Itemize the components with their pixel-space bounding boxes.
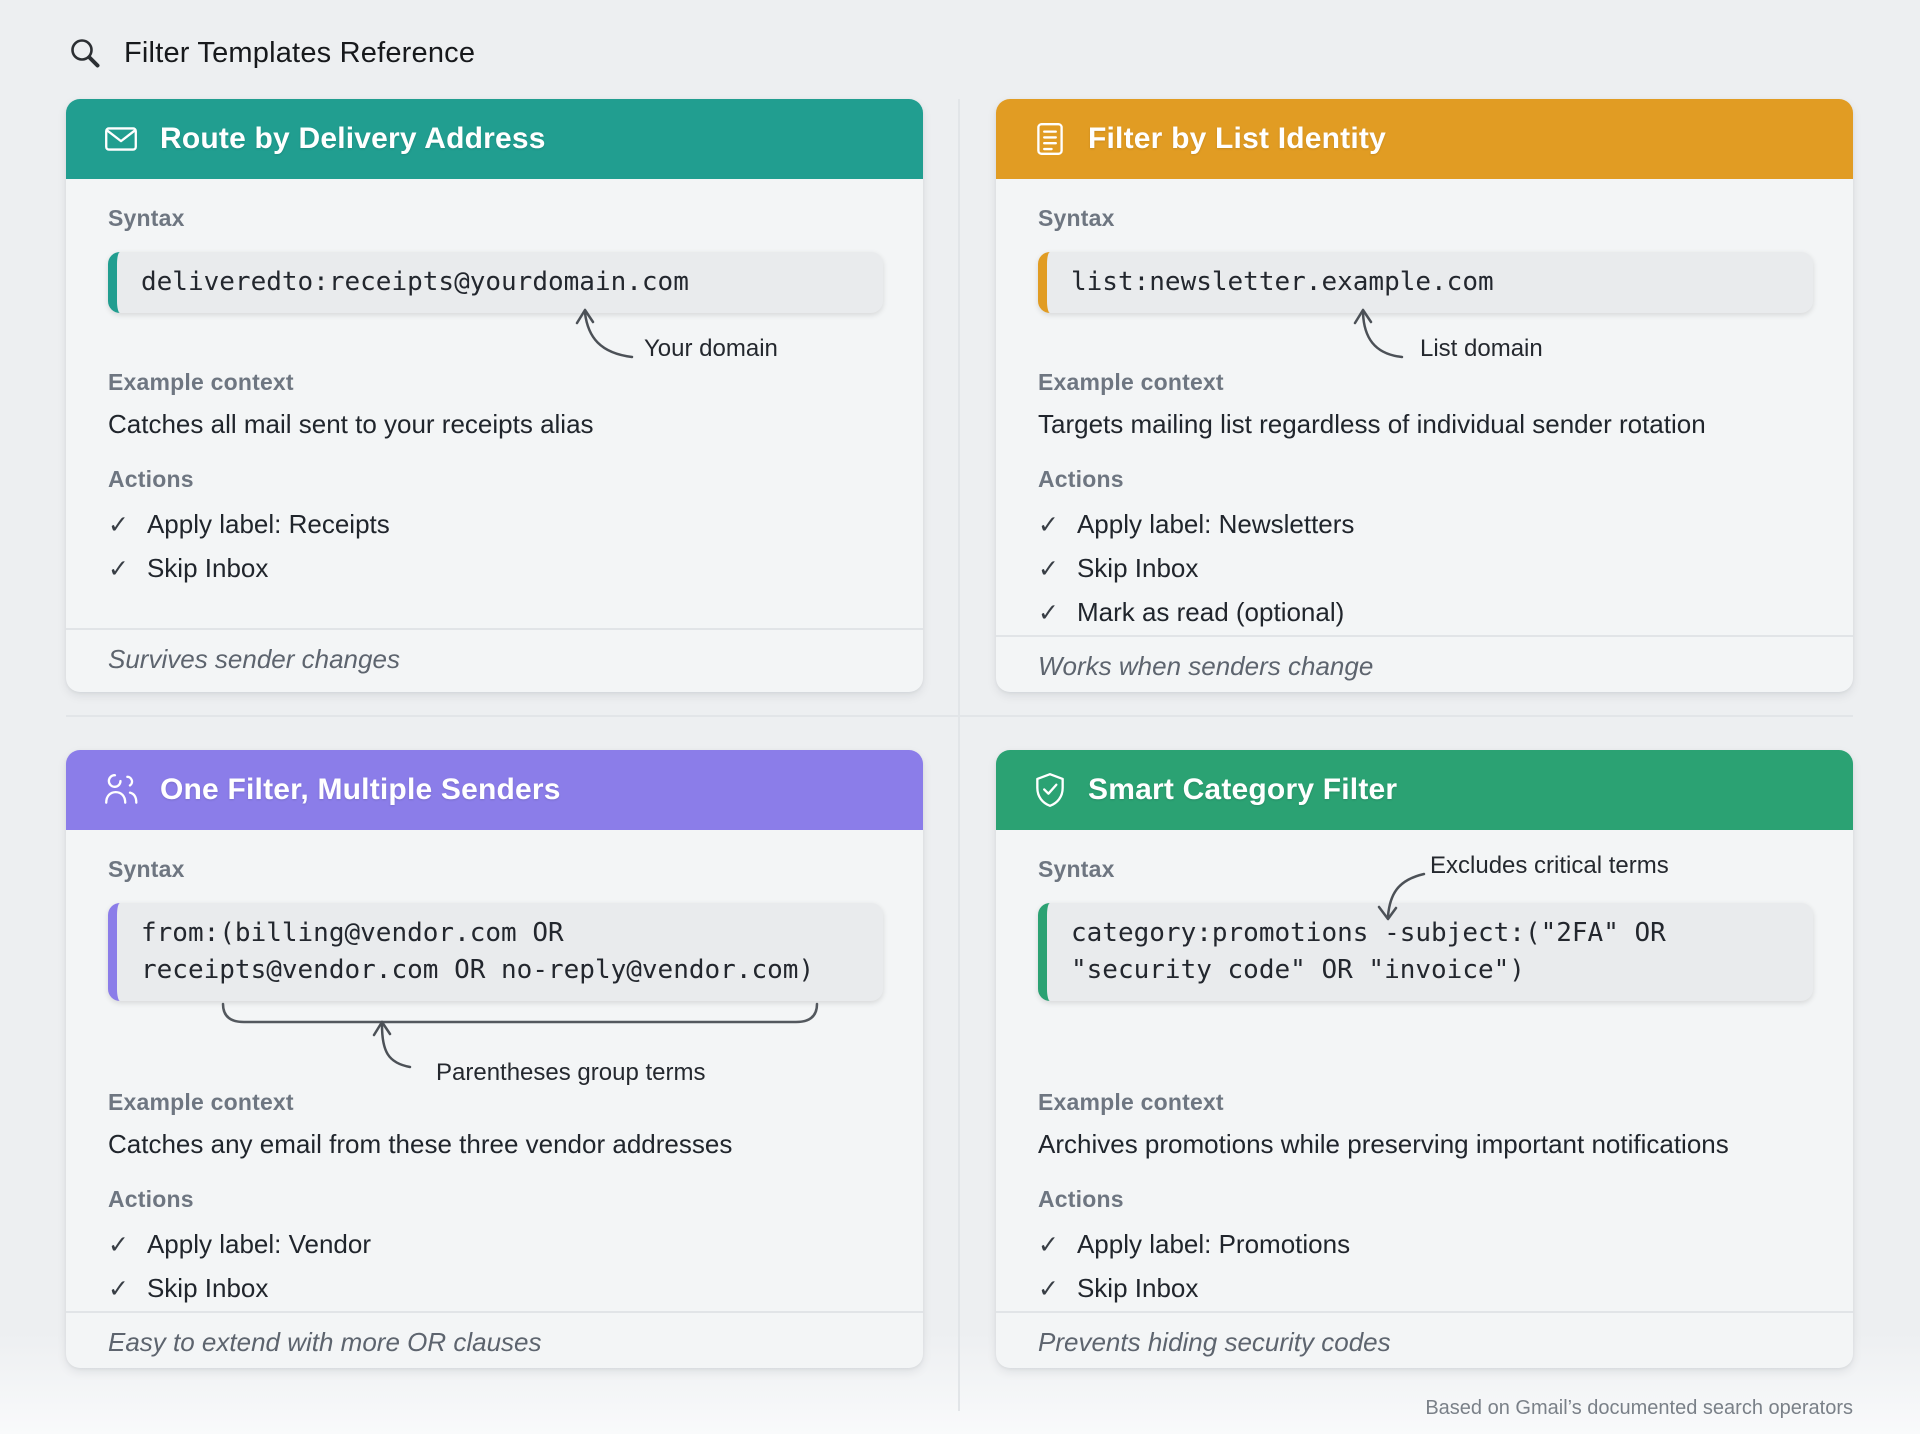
check-icon: ✓ [108, 555, 129, 583]
check-icon: ✓ [108, 1231, 129, 1259]
actions-list: ✓Apply label: Vendor ✓Skip Inbox [108, 1223, 883, 1311]
card-header: Filter by List Identity [996, 99, 1853, 179]
action-item: ✓Apply label: Vendor [108, 1223, 883, 1267]
actions-list: ✓Apply label: Receipts ✓Skip Inbox [108, 503, 883, 591]
envelope-icon [102, 120, 140, 158]
check-icon: ✓ [1038, 555, 1059, 583]
annotation-zone: Your domain [108, 308, 883, 369]
action-item: ✓Skip Inbox [108, 1267, 883, 1311]
check-icon: ✓ [1038, 599, 1059, 627]
card-footnote: Survives sender changes [66, 628, 923, 692]
card-body: Syntax list:newsletter.example.com List … [996, 179, 1853, 635]
card-header: Smart Category Filter [996, 750, 1853, 830]
actions-label: Actions [1038, 1186, 1124, 1212]
card-footnote: Prevents hiding security codes [996, 1311, 1853, 1375]
annotation-zone [1038, 1001, 1813, 1089]
card-title: One Filter, Multiple Senders [160, 773, 561, 806]
card-title: Smart Category Filter [1088, 773, 1398, 806]
syntax-label: Syntax [108, 856, 185, 882]
annotation-text: Your domain [644, 335, 778, 362]
check-icon: ✓ [108, 511, 129, 539]
annotation-text: Parentheses group terms [436, 1059, 706, 1086]
list-icon [1032, 120, 1068, 158]
card-title: Filter by List Identity [1088, 122, 1386, 155]
syntax-label: Syntax [1038, 205, 1115, 231]
page-title: Filter Templates Reference [124, 36, 476, 69]
users-icon [102, 772, 140, 808]
check-icon: ✓ [1038, 1231, 1059, 1259]
shield-check-icon [1032, 771, 1068, 809]
card-header: One Filter, Multiple Senders [66, 750, 923, 830]
actions-list: ✓Apply label: Promotions ✓Skip Inbox [1038, 1223, 1813, 1311]
example-text: Catches all mail sent to your receipts a… [108, 409, 594, 439]
check-icon: ✓ [1038, 1275, 1059, 1303]
actions-list: ✓Apply label: Newsletters ✓Skip Inbox ✓M… [1038, 503, 1813, 635]
action-item: ✓Apply label: Newsletters [1038, 503, 1813, 547]
actions-label: Actions [1038, 466, 1124, 492]
card-body: Syntax deliveredto:receipts@yourdomain.c… [66, 179, 923, 628]
annotation-arrow [575, 308, 634, 359]
example-text: Catches any email from these three vendo… [108, 1129, 733, 1159]
horizontal-divider [66, 715, 1853, 717]
actions-label: Actions [108, 466, 194, 492]
annotation-text: List domain [1420, 335, 1543, 362]
syntax-label: Syntax [1038, 856, 1115, 882]
card-route-by-delivery-address: Route by Delivery Address Syntax deliver… [66, 99, 923, 692]
example-label: Example context [1038, 1089, 1224, 1115]
card-filter-by-list-identity: Filter by List Identity Syntax list:news… [996, 99, 1853, 692]
syntax-code: deliveredto:receipts@yourdomain.com [108, 252, 883, 313]
syntax-code: category:promotions -subject:("2FA" OR"s… [1038, 903, 1813, 1001]
action-item: ✓Skip Inbox [1038, 547, 1813, 591]
card-smart-category-filter: Smart Category Filter Syntax Excludes cr… [996, 750, 1853, 1368]
card-header: Route by Delivery Address [66, 99, 923, 179]
example-label: Example context [108, 1089, 294, 1115]
annotation-arrow [1353, 308, 1404, 359]
cards-grid: Route by Delivery Address Syntax deliver… [66, 99, 1853, 1368]
example-label: Example context [108, 369, 294, 395]
action-item: ✓Apply label: Receipts [108, 503, 883, 547]
magnifier-icon [68, 36, 102, 70]
annotation-text: Excludes critical terms [1430, 852, 1669, 879]
action-item: ✓Skip Inbox [108, 547, 883, 591]
annotation-arrow [372, 1020, 412, 1069]
card-body: Syntax Excludes critical terms category:… [996, 830, 1853, 1311]
action-item: ✓Apply label: Promotions [1038, 1223, 1813, 1267]
annotation-arrow [1377, 872, 1426, 921]
actions-label: Actions [108, 1186, 194, 1212]
example-label: Example context [1038, 369, 1224, 395]
example-text: Targets mailing list regardless of indiv… [1038, 409, 1706, 439]
page-header: Filter Templates Reference [68, 36, 475, 70]
card-footnote: Works when senders change [996, 635, 1853, 699]
example-text: Archives promotions while preserving imp… [1038, 1129, 1729, 1159]
syntax-code: list:newsletter.example.com [1038, 252, 1813, 313]
action-item: ✓Skip Inbox [1038, 1267, 1813, 1311]
card-title: Route by Delivery Address [160, 122, 546, 155]
card-footnote: Easy to extend with more OR clauses [66, 1311, 923, 1375]
check-icon: ✓ [1038, 511, 1059, 539]
annotation-bracket [221, 1002, 819, 1024]
annotation-zone: Parentheses group terms [108, 1001, 883, 1089]
syntax-label: Syntax [108, 205, 185, 231]
card-one-filter-multiple-senders: One Filter, Multiple Senders Syntax from… [66, 750, 923, 1368]
action-item: ✓Mark as read (optional) [1038, 591, 1813, 635]
annotation-zone: List domain [1038, 308, 1813, 369]
vertical-divider [958, 99, 960, 1411]
attribution-note: Based on Gmail’s documented search opera… [1425, 1397, 1853, 1419]
check-icon: ✓ [108, 1275, 129, 1303]
